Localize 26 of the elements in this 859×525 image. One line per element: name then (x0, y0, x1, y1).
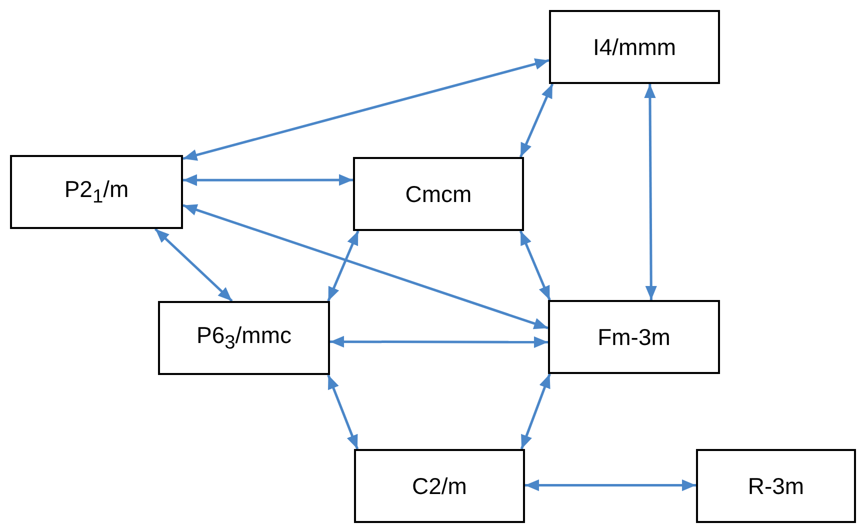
double-arrow (327, 374, 359, 450)
space-group-label: P6$_{3}$/mmc (196, 322, 292, 354)
space-group-label: I4/mmm (592, 34, 676, 60)
space-group-label: Fm-3m (598, 324, 670, 350)
double-arrow (182, 58, 550, 161)
double-arrow (182, 204, 548, 330)
double-arrow (520, 374, 551, 450)
double-arrow (330, 336, 548, 348)
space-group-label: C2/m (412, 472, 467, 500)
space-group-box (158, 301, 330, 375)
double-arrow (644, 84, 657, 300)
space-group-label: P2$_{1}$/m (64, 176, 129, 208)
double-arrow (519, 230, 551, 300)
double-arrow (183, 174, 353, 186)
double-arrow (327, 230, 360, 302)
space-group-box (353, 157, 524, 231)
space-group-box (10, 155, 183, 229)
double-arrow (154, 228, 233, 302)
space-group-box (548, 300, 720, 374)
double-arrow (525, 479, 696, 492)
double-arrow (519, 84, 554, 158)
space-group-box (354, 449, 525, 523)
space-group-box (696, 449, 856, 523)
space-group-box (549, 10, 720, 84)
space-group-label: R-3m (748, 472, 804, 500)
space-group-label: Cmcm (405, 180, 472, 208)
